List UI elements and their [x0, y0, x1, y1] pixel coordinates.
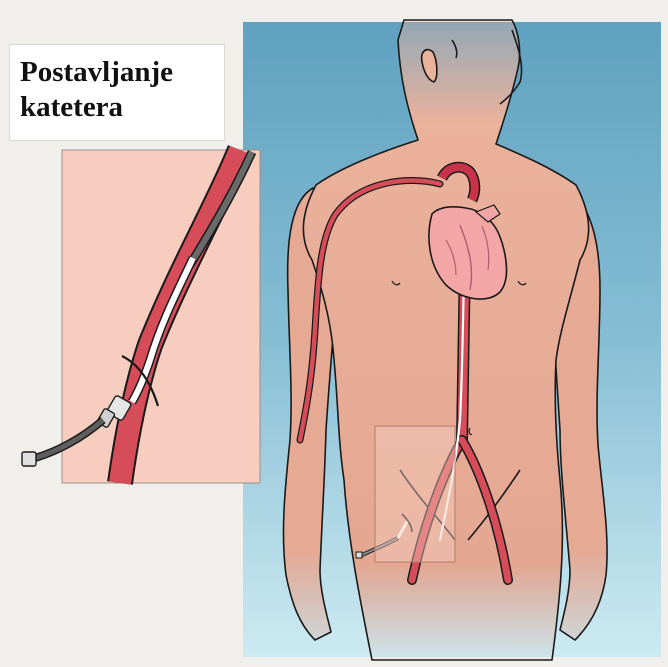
title-line-1: Postavljanje — [20, 56, 173, 88]
title-line-2: katetera — [20, 91, 123, 123]
groin-focus-box — [375, 426, 455, 562]
catheter-illustration — [22, 452, 36, 466]
femoral-artery-inset — [22, 150, 260, 483]
